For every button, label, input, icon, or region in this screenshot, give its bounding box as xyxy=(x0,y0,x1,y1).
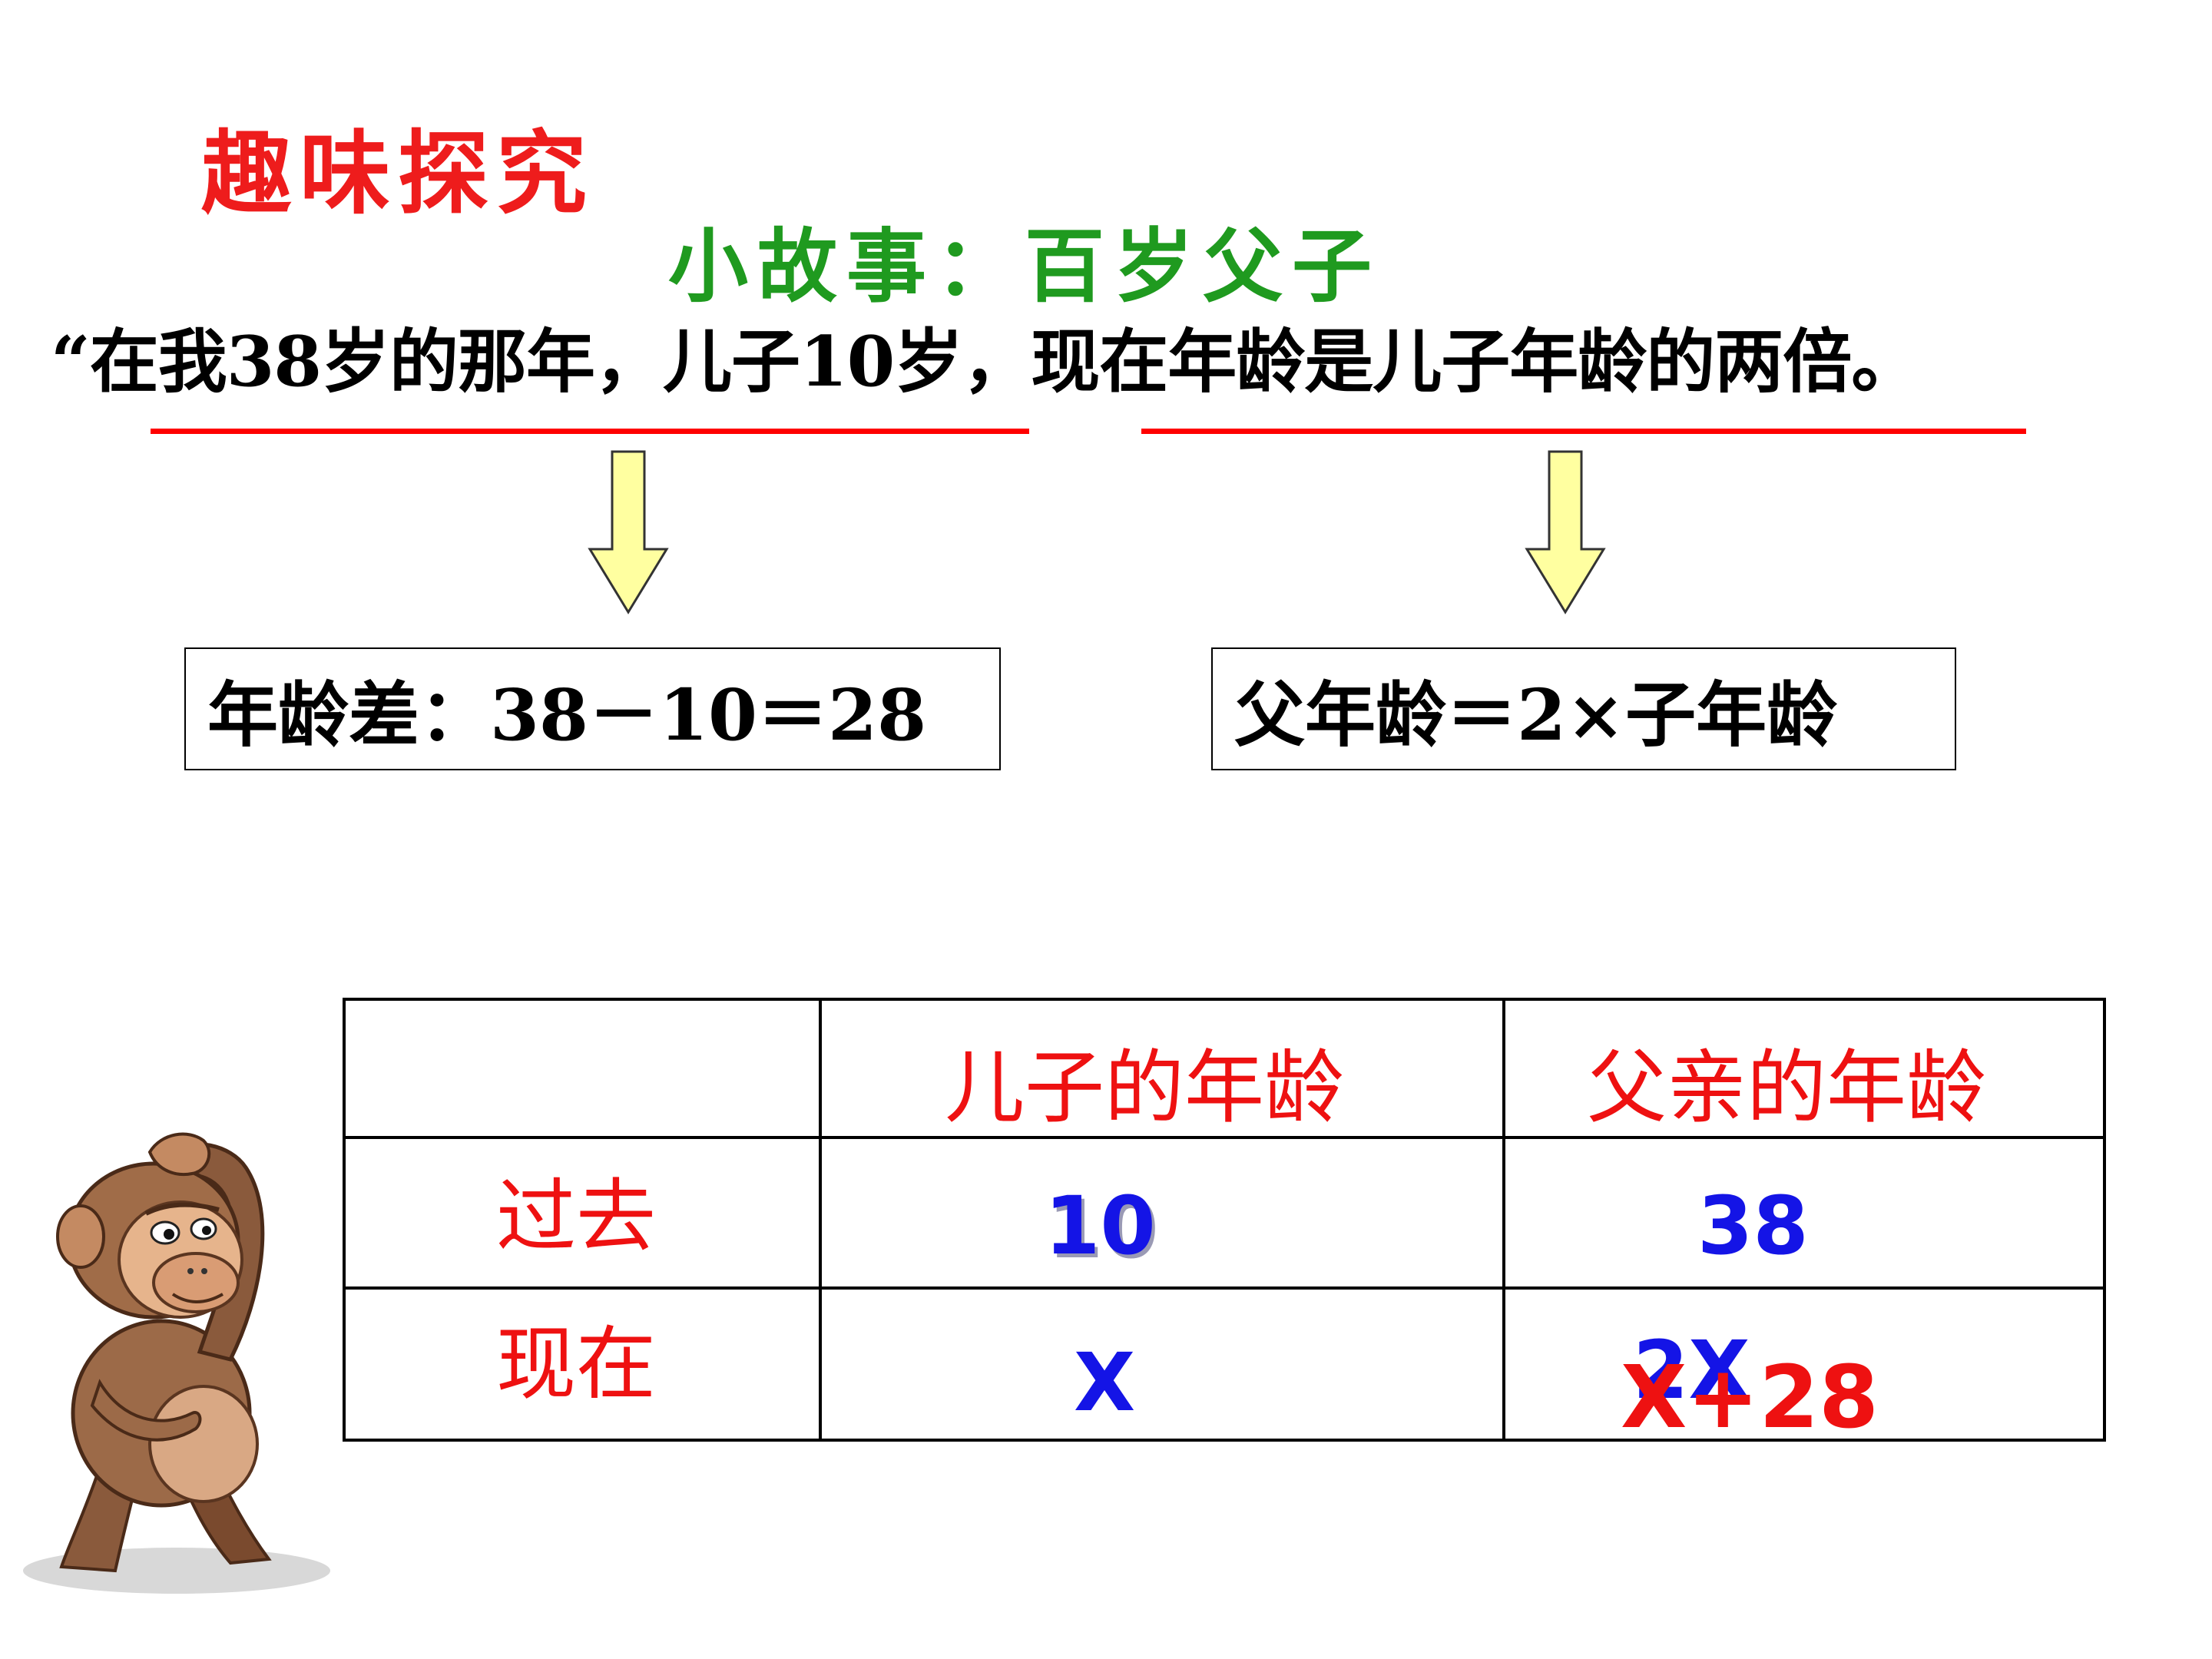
son-age-now: X xyxy=(819,1286,1505,1442)
father-age-now-value-x-plus-28: X+28 xyxy=(1621,1348,1879,1448)
slide-title: 趣味探究 xyxy=(201,121,595,227)
age-difference-text: 年龄差：38－10＝28 xyxy=(207,673,927,757)
header-son-age: 儿子的年龄 xyxy=(819,998,1505,1139)
father-age-past: 38 xyxy=(1502,1136,2106,1290)
father-age-past-value: 38 xyxy=(1697,1179,1809,1273)
father-age-relation-text: 父年龄＝2×子年龄 xyxy=(1234,673,1838,757)
table-row: 现在 X 2X X+28 xyxy=(343,1286,2106,1448)
row-label-past: 过去 xyxy=(343,1136,822,1290)
father-age-now-value-2x: 2X xyxy=(1633,1323,1750,1417)
down-arrow-icon xyxy=(1525,450,1606,614)
father-age-now: 2X X+28 xyxy=(1502,1286,2106,1448)
row-label-past-text: 过去 xyxy=(496,1170,657,1263)
father-age-relation-box: 父年龄＝2×子年龄 xyxy=(1211,647,1956,770)
row-label-now: 现在 xyxy=(343,1286,822,1442)
son-age-past-value: 10 xyxy=(1045,1179,1156,1273)
row-label-now-text: 现在 xyxy=(496,1317,657,1411)
thinking-monkey-image xyxy=(23,1132,330,1594)
header-father-age: 父亲的年龄 xyxy=(1502,998,2106,1139)
table-row: 过去 10 38 xyxy=(343,1136,2106,1290)
story-quote: “在我38岁的那年，儿子10岁，现在年龄是儿子年龄的两倍。 xyxy=(51,321,1920,402)
underline-right xyxy=(1141,429,2026,434)
age-table: 儿子的年龄 父亲的年龄 过去 10 38 现在 X 2X X+28 xyxy=(343,998,2106,1448)
son-age-past: 10 xyxy=(819,1136,1505,1290)
story-subtitle: 小故事：百岁父子 xyxy=(668,220,1382,313)
underline-left xyxy=(151,429,1029,434)
age-difference-box: 年龄差：38－10＝28 xyxy=(184,647,1001,770)
header-son-age-label: 儿子的年龄 xyxy=(945,1041,1345,1134)
down-arrow-icon xyxy=(588,450,669,614)
table-corner-cell xyxy=(343,998,822,1139)
header-father-age-label: 父亲的年龄 xyxy=(1587,1041,1987,1134)
son-age-now-value: X xyxy=(1074,1336,1136,1429)
